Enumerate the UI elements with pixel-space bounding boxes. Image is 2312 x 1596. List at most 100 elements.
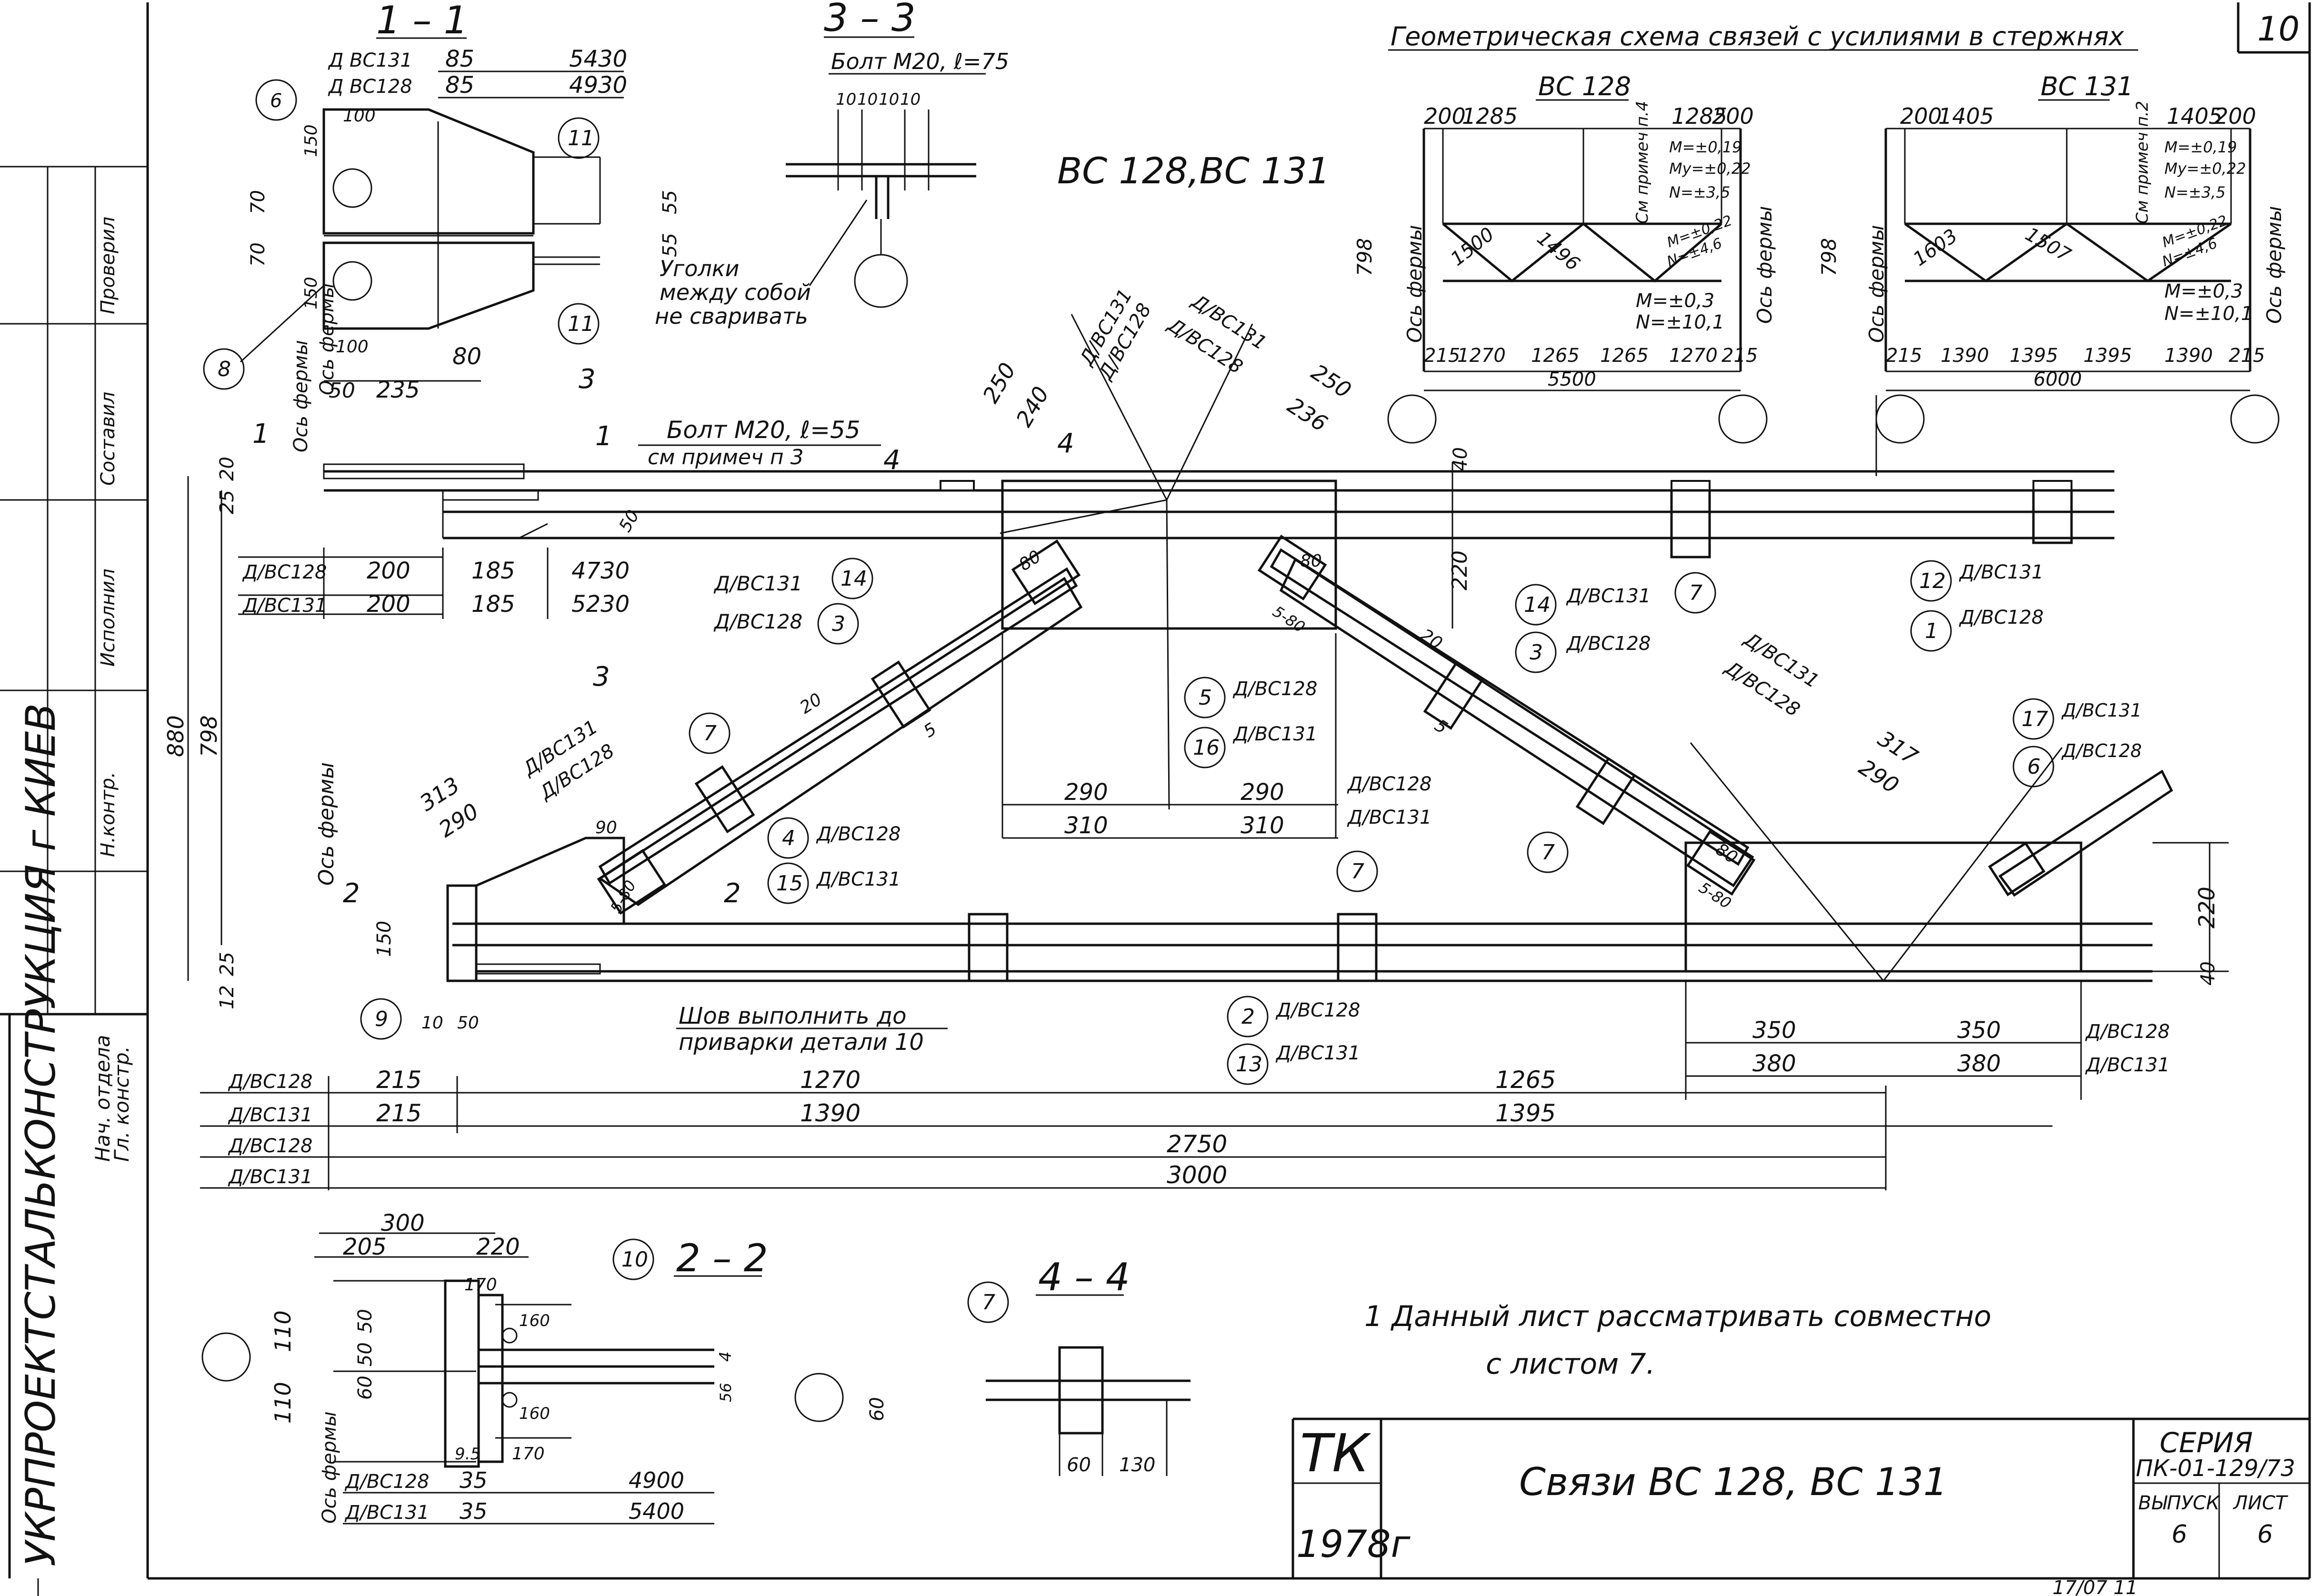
s22-inner-170a: 170 — [464, 1275, 497, 1295]
s22-axis: Ось фермы — [319, 1411, 340, 1524]
tc-row1-v2: 185 — [471, 558, 515, 584]
bc128-bd-3: 1265 — [1600, 345, 1649, 367]
right-vert-220: 220 — [2194, 887, 2220, 928]
tc-row2-v3: 5230 — [571, 591, 630, 618]
s33-spacings: 10 10 10 10 — [836, 90, 921, 109]
svg-text:7: 7 — [1689, 581, 1702, 605]
s22-inner-56: 56 — [717, 1383, 735, 1402]
s11-dim-1: 150 — [301, 124, 321, 157]
s11-truss-axis: Ось фермы — [290, 340, 312, 452]
left-dim-20: 20 — [216, 457, 238, 481]
bc128-bd-4: 1270 — [1669, 345, 1718, 367]
re-a2: 380 — [1752, 1050, 1796, 1077]
bc131-fb-0: M=±0,3 — [2164, 280, 2243, 302]
right-vert-40: 40 — [2197, 961, 2219, 986]
s11-axis: Ось фермы — [316, 283, 338, 395]
svg-text:Д/ВС128: Д/ВС128 — [1232, 678, 1317, 700]
bd-r3-label: Д/ВС128 — [228, 1135, 312, 1157]
bc128-f-1: My=±0,22 — [1669, 160, 1751, 178]
weld-note-1: Шов выполнить до — [679, 1003, 907, 1029]
svg-text:8: 8 — [218, 357, 231, 381]
bd-r1-b: 1270 — [800, 1066, 861, 1094]
bd-r1-c: 1265 — [1495, 1066, 1556, 1094]
bc131-bd-4: 1390 — [2164, 345, 2213, 367]
drawing-title: Связи ВС 128, ВС 131 — [1519, 1460, 1948, 1504]
s22-row2-b: 5400 — [629, 1498, 684, 1524]
svg-text:Д/ВС131: Д/ВС131 — [2061, 700, 2142, 721]
s11-dim-2: 70 — [247, 242, 269, 267]
callout-1: 1Д/ВС128 — [1910, 607, 2043, 652]
weld-3: 20 — [797, 689, 826, 718]
callout-7-s44: 7 — [967, 1281, 1009, 1323]
main-title: ВС 128,ВС 131 — [1057, 150, 1330, 192]
svg-text:10: 10 — [621, 1247, 648, 1272]
section-3-3-title: 3 – 3 — [824, 0, 916, 40]
svg-text:13: 13 — [1236, 1052, 1262, 1077]
callout-7-d: 7 — [1527, 831, 1569, 873]
svg-text:Д/ВС128: Д/ВС128 — [1275, 999, 1360, 1021]
s22-top-205: 205 — [343, 1234, 387, 1260]
left-stamp-strip — [0, 166, 148, 1578]
bc131-f-0: M=±0,19 — [2164, 138, 2237, 156]
bd-r4-label: Д/ВС131 — [228, 1166, 312, 1188]
apex-250b: 250 — [1307, 359, 1356, 403]
callout-7-b: 7 — [1336, 850, 1378, 892]
center-l2: Д/ВС131 — [1347, 807, 1431, 828]
callout-14-left: 14Д/ВС131 — [713, 558, 873, 599]
s11-dim-5: 100 — [336, 337, 369, 357]
bc128-top-1: 1285 — [1462, 103, 1518, 129]
s11-row1-b: 5430 — [569, 46, 627, 72]
stamp-3: Исполнил — [97, 569, 119, 667]
left-dim-150: 150 — [373, 921, 395, 957]
svg-text:2: 2 — [343, 878, 360, 909]
center-a1: 290 — [1064, 779, 1108, 806]
s22-top-220: 220 — [476, 1234, 520, 1260]
s44-dim-60v: 60 — [866, 1397, 888, 1421]
left-dim-25b: 25 — [216, 952, 238, 976]
svg-text:11: 11 — [568, 126, 594, 150]
svg-text:Д/ВС128: Д/ВС128 — [2061, 740, 2142, 761]
weld-4: 5 — [921, 719, 941, 742]
bc128-axis-l: Ось фермы — [1403, 225, 1426, 343]
tc-row2-v2: 185 — [471, 591, 515, 618]
geom-bc131 — [1875, 128, 2280, 444]
left-dim-25a: 25 — [216, 490, 238, 514]
tc-row2-v1: 200 — [367, 591, 410, 618]
s22-inner-95: 9.5 — [455, 1445, 480, 1464]
s11-row1-a: 85 — [445, 46, 474, 72]
svg-text:7: 7 — [703, 721, 717, 746]
section-1-1-title: 1 – 1 — [376, 0, 468, 42]
bc128-f-2: N=±3,5 — [1669, 183, 1730, 201]
sheet-frame — [37, 2, 2311, 1596]
bd-r2-label: Д/ВС131 — [228, 1104, 312, 1126]
bc128-top-3: 200 — [1712, 103, 1754, 129]
svg-text:6: 6 — [270, 90, 282, 112]
callout-16: 16Д/ВС131 — [1184, 723, 1317, 768]
svg-text:7: 7 — [982, 1290, 995, 1315]
tk-mark: ТК — [1300, 1423, 1371, 1484]
s22-top-300: 300 — [381, 1210, 425, 1237]
bc128-height: 798 — [1353, 238, 1376, 276]
s33-note-2: между собой — [660, 279, 811, 305]
bolt-55-note: Болт М20, ℓ=55 — [667, 416, 861, 444]
top-right-40: 40 — [1450, 447, 1471, 471]
s11-callout-11a: 11 — [558, 117, 600, 159]
s11-dim-9: 55 — [659, 233, 681, 257]
bc128-see-note: См примеч п.4 — [1633, 101, 1652, 224]
s33-note-3: не сваривать — [655, 303, 808, 329]
sheet-label: ЛИСТ — [2232, 1492, 2289, 1514]
center-b2: 310 — [1241, 812, 1284, 839]
issue-label: ВЫПУСК — [2138, 1492, 2221, 1514]
svg-text:9: 9 — [375, 1007, 388, 1031]
weld-5: 80 — [1300, 551, 1322, 571]
bolt-55-see: см примеч п 3 — [648, 445, 804, 469]
weld-7: 20 — [1417, 625, 1446, 653]
s33-bolt: Болт М20, ℓ=75 — [831, 49, 1009, 74]
s22-left-110b: 110 — [270, 1382, 296, 1424]
section-2-2-title: 2 – 2 — [676, 1236, 768, 1280]
title-block — [1291, 1417, 2310, 1578]
